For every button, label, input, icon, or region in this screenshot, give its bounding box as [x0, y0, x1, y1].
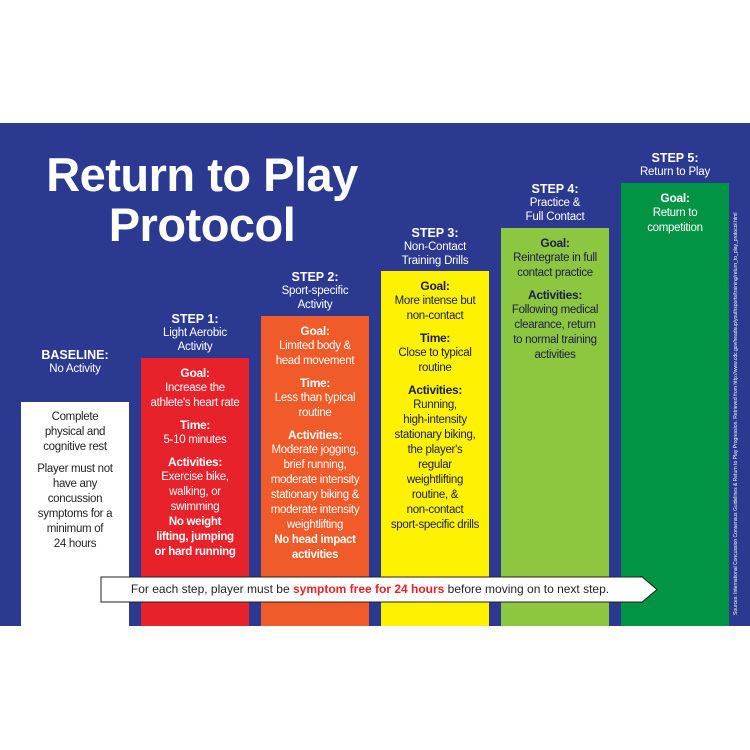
- title-line-1: Return to Play: [46, 148, 358, 201]
- section-heading: Time:: [299, 376, 331, 390]
- step-3-label: STEP 3:Non-Contact Training Drills: [370, 226, 500, 268]
- section-heading: Goal:: [420, 279, 450, 293]
- arrow-text-emphasis: symptom free for 24 hours: [292, 582, 445, 596]
- source-note: Sources: International Concussion Consen…: [733, 212, 739, 615]
- arrow-text-before: For each step, player must be: [130, 582, 293, 596]
- step-3-subtitle: Non-Contact Training Drills: [401, 241, 469, 267]
- baseline-section: Complete physical and cognitive rest: [21, 410, 129, 455]
- section-heading: Activities:: [287, 428, 343, 442]
- baseline-subtitle: No Activity: [49, 363, 101, 375]
- baseline-label: BASELINE:No Activity: [10, 348, 140, 376]
- step-3-section: Activities: Running, high-intensity stati…: [381, 383, 489, 533]
- step-2-label: STEP 2:Sport-specific Activity: [250, 270, 380, 312]
- section-heading: Goal:: [180, 366, 210, 380]
- section-warning: No head impact activities: [274, 534, 356, 561]
- title-line-2: Protocol: [108, 198, 296, 251]
- section-heading: Time:: [419, 331, 451, 345]
- arrow-banner: [100, 576, 658, 603]
- section-heading: Goal:: [300, 324, 330, 338]
- step-4-section: Goal: Reintegrate in full contact practic…: [501, 236, 609, 281]
- page-title: Return to Play Protocol: [22, 150, 382, 250]
- step-4-subtitle: Practice & Full Contact: [525, 197, 585, 223]
- section-text: More intense but non-contact: [394, 295, 476, 322]
- section-heading: Time:: [179, 418, 211, 432]
- section-heading: Goal:: [660, 191, 690, 205]
- step-3-step: STEP 3:: [411, 226, 459, 240]
- section-heading: Goal:: [540, 236, 570, 250]
- step-1-section: Goal: Increase the athlete's heart rate: [141, 366, 249, 411]
- step-2-step: STEP 2:: [291, 270, 339, 284]
- step-1-label: STEP 1:Light Aerobic Activity: [130, 312, 260, 354]
- section-text: Return to competition: [647, 207, 703, 234]
- section-text: Close to typical routine: [398, 347, 472, 374]
- step-1-subtitle: Light Aerobic Activity: [163, 327, 227, 353]
- step-4-label: STEP 4:Practice & Full Contact: [490, 182, 620, 224]
- step-3-section: Time: Close to typical routine: [381, 331, 489, 376]
- arrow-text-after: before moving on to next step.: [444, 582, 610, 596]
- step-5-box: Goal: Return to competition: [621, 183, 729, 626]
- section-text: Reintegrate in full contact practice: [513, 252, 597, 279]
- step-5-section: Goal: Return to competition: [621, 191, 729, 236]
- step-5-step: STEP 5:: [651, 151, 699, 165]
- section-heading: Activities:: [167, 455, 223, 469]
- section-text: Limited body & head movement: [275, 340, 355, 367]
- step-1-section: Time: 5-10 minutes: [141, 418, 249, 448]
- section-text: Player must not have any concussion symp…: [37, 463, 113, 550]
- step-4-section: Activities: Following medical clearance, …: [501, 288, 609, 363]
- section-text: Less than typical routine: [274, 392, 356, 419]
- step-2-section: Goal: Limited body & head movement: [261, 324, 369, 369]
- step-3-section: Goal: More intense but non-contact: [381, 279, 489, 324]
- arrow-text: For each step, player must be symptom fr…: [100, 576, 640, 603]
- step-4-box: Goal: Reintegrate in full contact practic…: [501, 228, 609, 626]
- section-text: Running, high-intensity stationary bikin…: [390, 399, 480, 531]
- step-2-section: Time: Less than typical routine: [261, 376, 369, 421]
- step-1-section: Activities: Exercise bike, walking, or sw…: [141, 455, 249, 560]
- section-text: Increase the athlete's heart rate: [150, 382, 240, 409]
- step-2-section: Activities: Moderate jogging, brief runni…: [261, 428, 369, 563]
- section-text: Moderate jogging, brief running, moderat…: [270, 444, 360, 531]
- section-heading: Activities:: [407, 383, 463, 397]
- section-heading: Activities:: [527, 288, 583, 302]
- section-text: Complete physical and cognitive rest: [43, 411, 107, 453]
- section-text: 5-10 minutes: [163, 434, 227, 446]
- step-5-subtitle: Return to Play: [639, 166, 711, 178]
- step-2-subtitle: Sport-specific Activity: [281, 285, 349, 311]
- section-text: Following medical clearance, return to n…: [511, 304, 599, 361]
- baseline-section: Player must not have any concussion symp…: [21, 462, 129, 552]
- step-5-label: STEP 5:Return to Play: [610, 151, 740, 179]
- step-1-step: STEP 1:: [171, 312, 219, 326]
- step-4-step: STEP 4:: [531, 182, 579, 196]
- baseline-step: BASELINE:: [41, 348, 109, 362]
- section-text: Exercise bike, walking, or swimming: [161, 471, 229, 513]
- section-warning: No weight lifting, jumping or hard runni…: [154, 516, 236, 558]
